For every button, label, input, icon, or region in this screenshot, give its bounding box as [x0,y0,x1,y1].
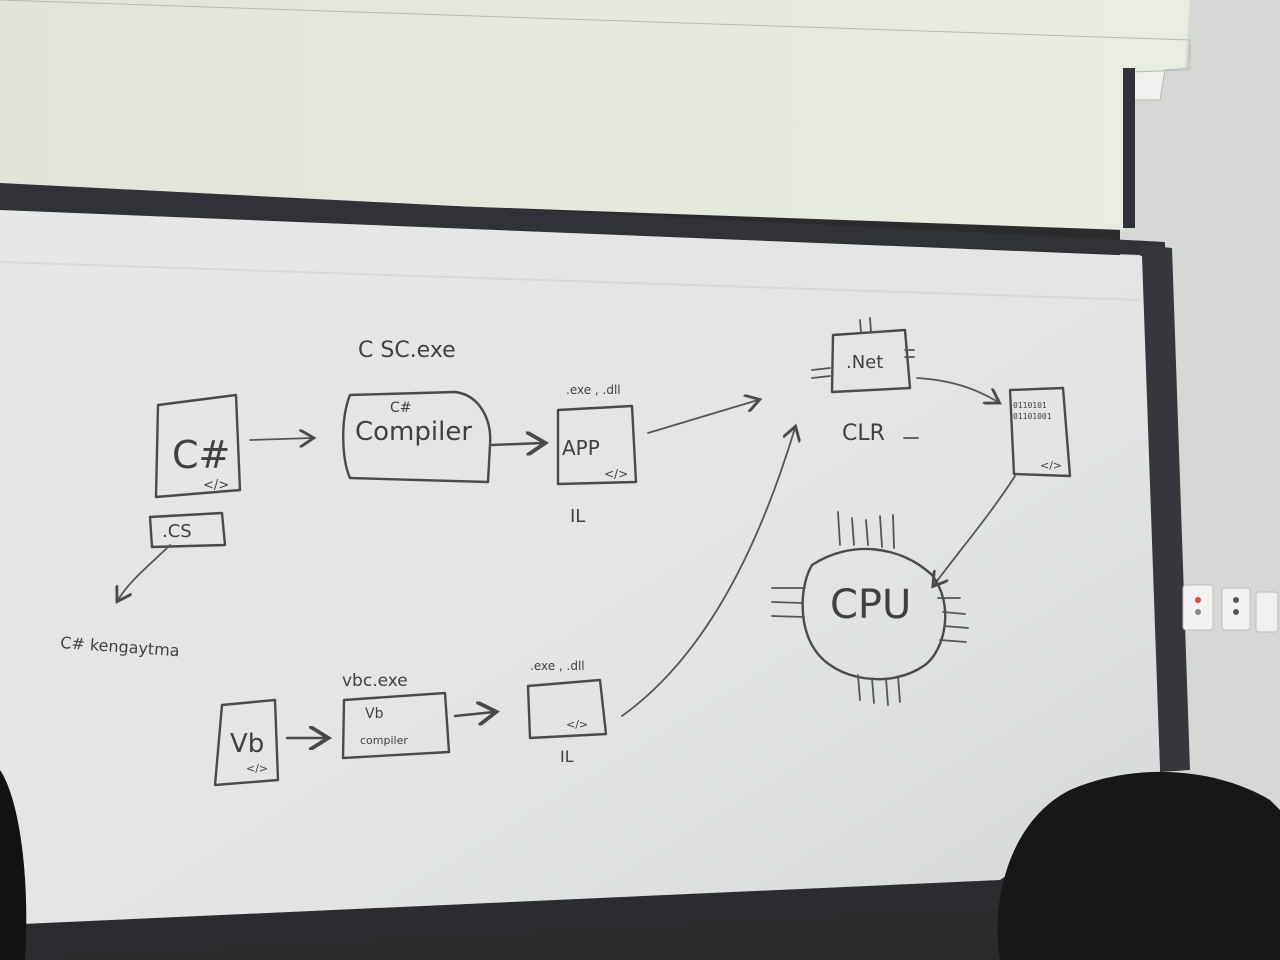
arrow-app-to-clr [647,400,758,434]
net-clr-chip: .Net [811,317,915,394]
person-head-right [997,771,1280,960]
csharp-source-file: C# </> [154,393,242,499]
svg-text:01101001: 01101001 [1013,412,1052,421]
svg-text:</>: </> [604,467,628,481]
projector-screen [0,0,1190,230]
svg-text:C#: C# [390,400,412,416]
svg-text:CPU: CPU [830,582,911,628]
board-bottom-frame [0,870,1170,960]
board-faint-line [0,261,1141,301]
vb-output-ext: .exe , .dll [530,659,585,673]
cpu-chip: CPU [771,511,969,706]
board-top-frame [0,183,1165,256]
svg-text:0110101: 0110101 [1013,401,1047,410]
svg-text:Vb: Vb [230,729,264,759]
vbc-label: vbc.exe [342,671,408,691]
csharp-output-ext: .exe , .dll [566,383,621,397]
svg-text:</>: </> [566,718,588,731]
arrow-clr-to-binary [916,377,998,402]
cs-note-arrow [118,544,171,600]
screen-side-frame [1123,68,1135,228]
person-head-left [0,770,27,960]
whiteboard-surface [0,210,1160,925]
clr-label: CLR [842,421,885,446]
arrow-binary-to-cpu [934,475,1016,585]
screen-housing [0,0,1191,101]
app-assembly-box: APP </> [556,404,638,486]
board-right-frame [1140,245,1190,772]
svg-text:</>: </> [203,478,229,493]
vb-source-file: Vb </> [213,698,280,787]
il-top-label: IL [570,506,585,527]
svg-text:Compiler: Compiler [355,417,472,447]
arrow-vb-compiler-to-output [453,712,494,716]
svg-text:</>: </> [246,762,268,775]
binary-code-file: 0110101 01101001 </> [1008,386,1072,478]
arrow-vb-output-to-clr [621,428,795,717]
svg-text:.Net: .Net [846,352,883,373]
svg-text:Vb: Vb [365,706,384,722]
vb-compiler-box: Vb compiler [341,691,451,760]
svg-text:C#: C# [172,433,230,477]
svg-text:</>: </> [1040,459,1062,472]
arrow-compiler-to-app [490,443,543,445]
csc-label: C SC.exe [358,338,456,363]
il-bottom-label: IL [560,747,574,766]
vb-output-box: </> [526,678,608,740]
svg-text:compiler: compiler [360,734,408,747]
arrow-source-to-compiler [249,438,312,440]
wall-switches [1182,584,1279,633]
svg-text:.CS: .CS [162,521,192,542]
csharp-compiler-box: C# Compiler [342,390,492,484]
cs-extension-box: .CS [148,511,227,549]
svg-text:APP: APP [562,436,600,460]
